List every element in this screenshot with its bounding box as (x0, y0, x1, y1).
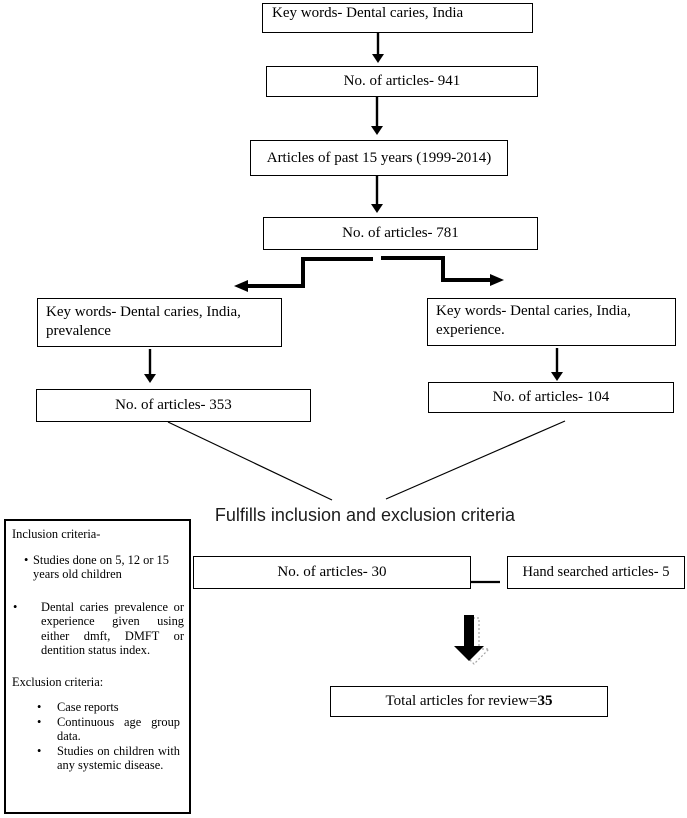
node-keywords-dental-caries-india: Key words- Dental caries, India (262, 3, 533, 33)
arrow-down-icon (551, 348, 563, 381)
bullet-dot: • (24, 552, 29, 567)
elbow-connector-right (381, 256, 504, 286)
node-articles-past-15-years: Articles of past 15 years (1999-2014) (250, 140, 508, 176)
node-articles-353: No. of articles- 353 (36, 389, 311, 422)
fulfills-criteria-label: Fulfills inclusion and exclusion criteri… (214, 505, 516, 525)
diagonal-line-right (385, 420, 566, 500)
bullet-dot: • (37, 700, 42, 714)
exclusion-list: • Case reports • Continuous age group da… (12, 700, 184, 773)
node-total-articles-for-review: Total articles for review=35 (330, 686, 608, 717)
node-hand-searched-articles: Hand searched articles- 5 (507, 556, 685, 589)
thick-down-arrow-icon (454, 615, 484, 661)
inclusion-item-text: Studies done on 5, 12 or 15 years old ch… (33, 552, 169, 582)
thick-arrow-shadow (457, 617, 491, 665)
bullet-dot: • (13, 599, 18, 614)
inclusion-item-text: Dental caries prevalence or experience g… (41, 599, 184, 658)
bullet-dot: • (37, 714, 42, 729)
inclusion-item: • Dental caries prevalence or experience… (12, 600, 184, 658)
arrow-down-icon (371, 97, 383, 135)
exclusion-item: • Case reports (12, 700, 184, 715)
node-articles-941: No. of articles- 941 (266, 66, 538, 97)
exclusion-item-text: Continuous age group data. (57, 714, 180, 744)
bullet-dot: • (37, 743, 42, 758)
arrow-down-icon (144, 349, 156, 383)
node-keywords-experience: Key words- Dental caries, India, experie… (427, 298, 676, 346)
node-articles-781: No. of articles- 781 (263, 217, 538, 250)
node-keywords-prevalence: Key words- Dental caries, India, prevale… (37, 298, 282, 347)
elbow-connector-left (234, 257, 373, 292)
exclusion-item: • Studies on children with any systemic … (12, 744, 184, 773)
total-label: Total articles for review= (385, 693, 538, 709)
diagonal-line-left (167, 421, 333, 501)
inclusion-criteria-heading: Inclusion criteria- (12, 527, 101, 541)
exclusion-item-text: Case reports (57, 700, 119, 714)
total-count: 35 (537, 693, 553, 709)
exclusion-item: • Continuous age group data. (12, 715, 184, 744)
arrow-down-icon (372, 33, 384, 63)
exclusion-item-text: Studies on children with any systemic di… (57, 743, 180, 773)
node-articles-30: No. of articles- 30 (193, 556, 471, 589)
exclusion-criteria-heading: Exclusion criteria: (12, 674, 104, 689)
arrow-down-icon (371, 176, 383, 213)
inclusion-item: • Studies done on 5, 12 or 15 years old … (12, 553, 184, 582)
node-articles-104: No. of articles- 104 (428, 382, 674, 413)
criteria-panel: Inclusion criteria- • Studies done on 5,… (4, 519, 191, 814)
